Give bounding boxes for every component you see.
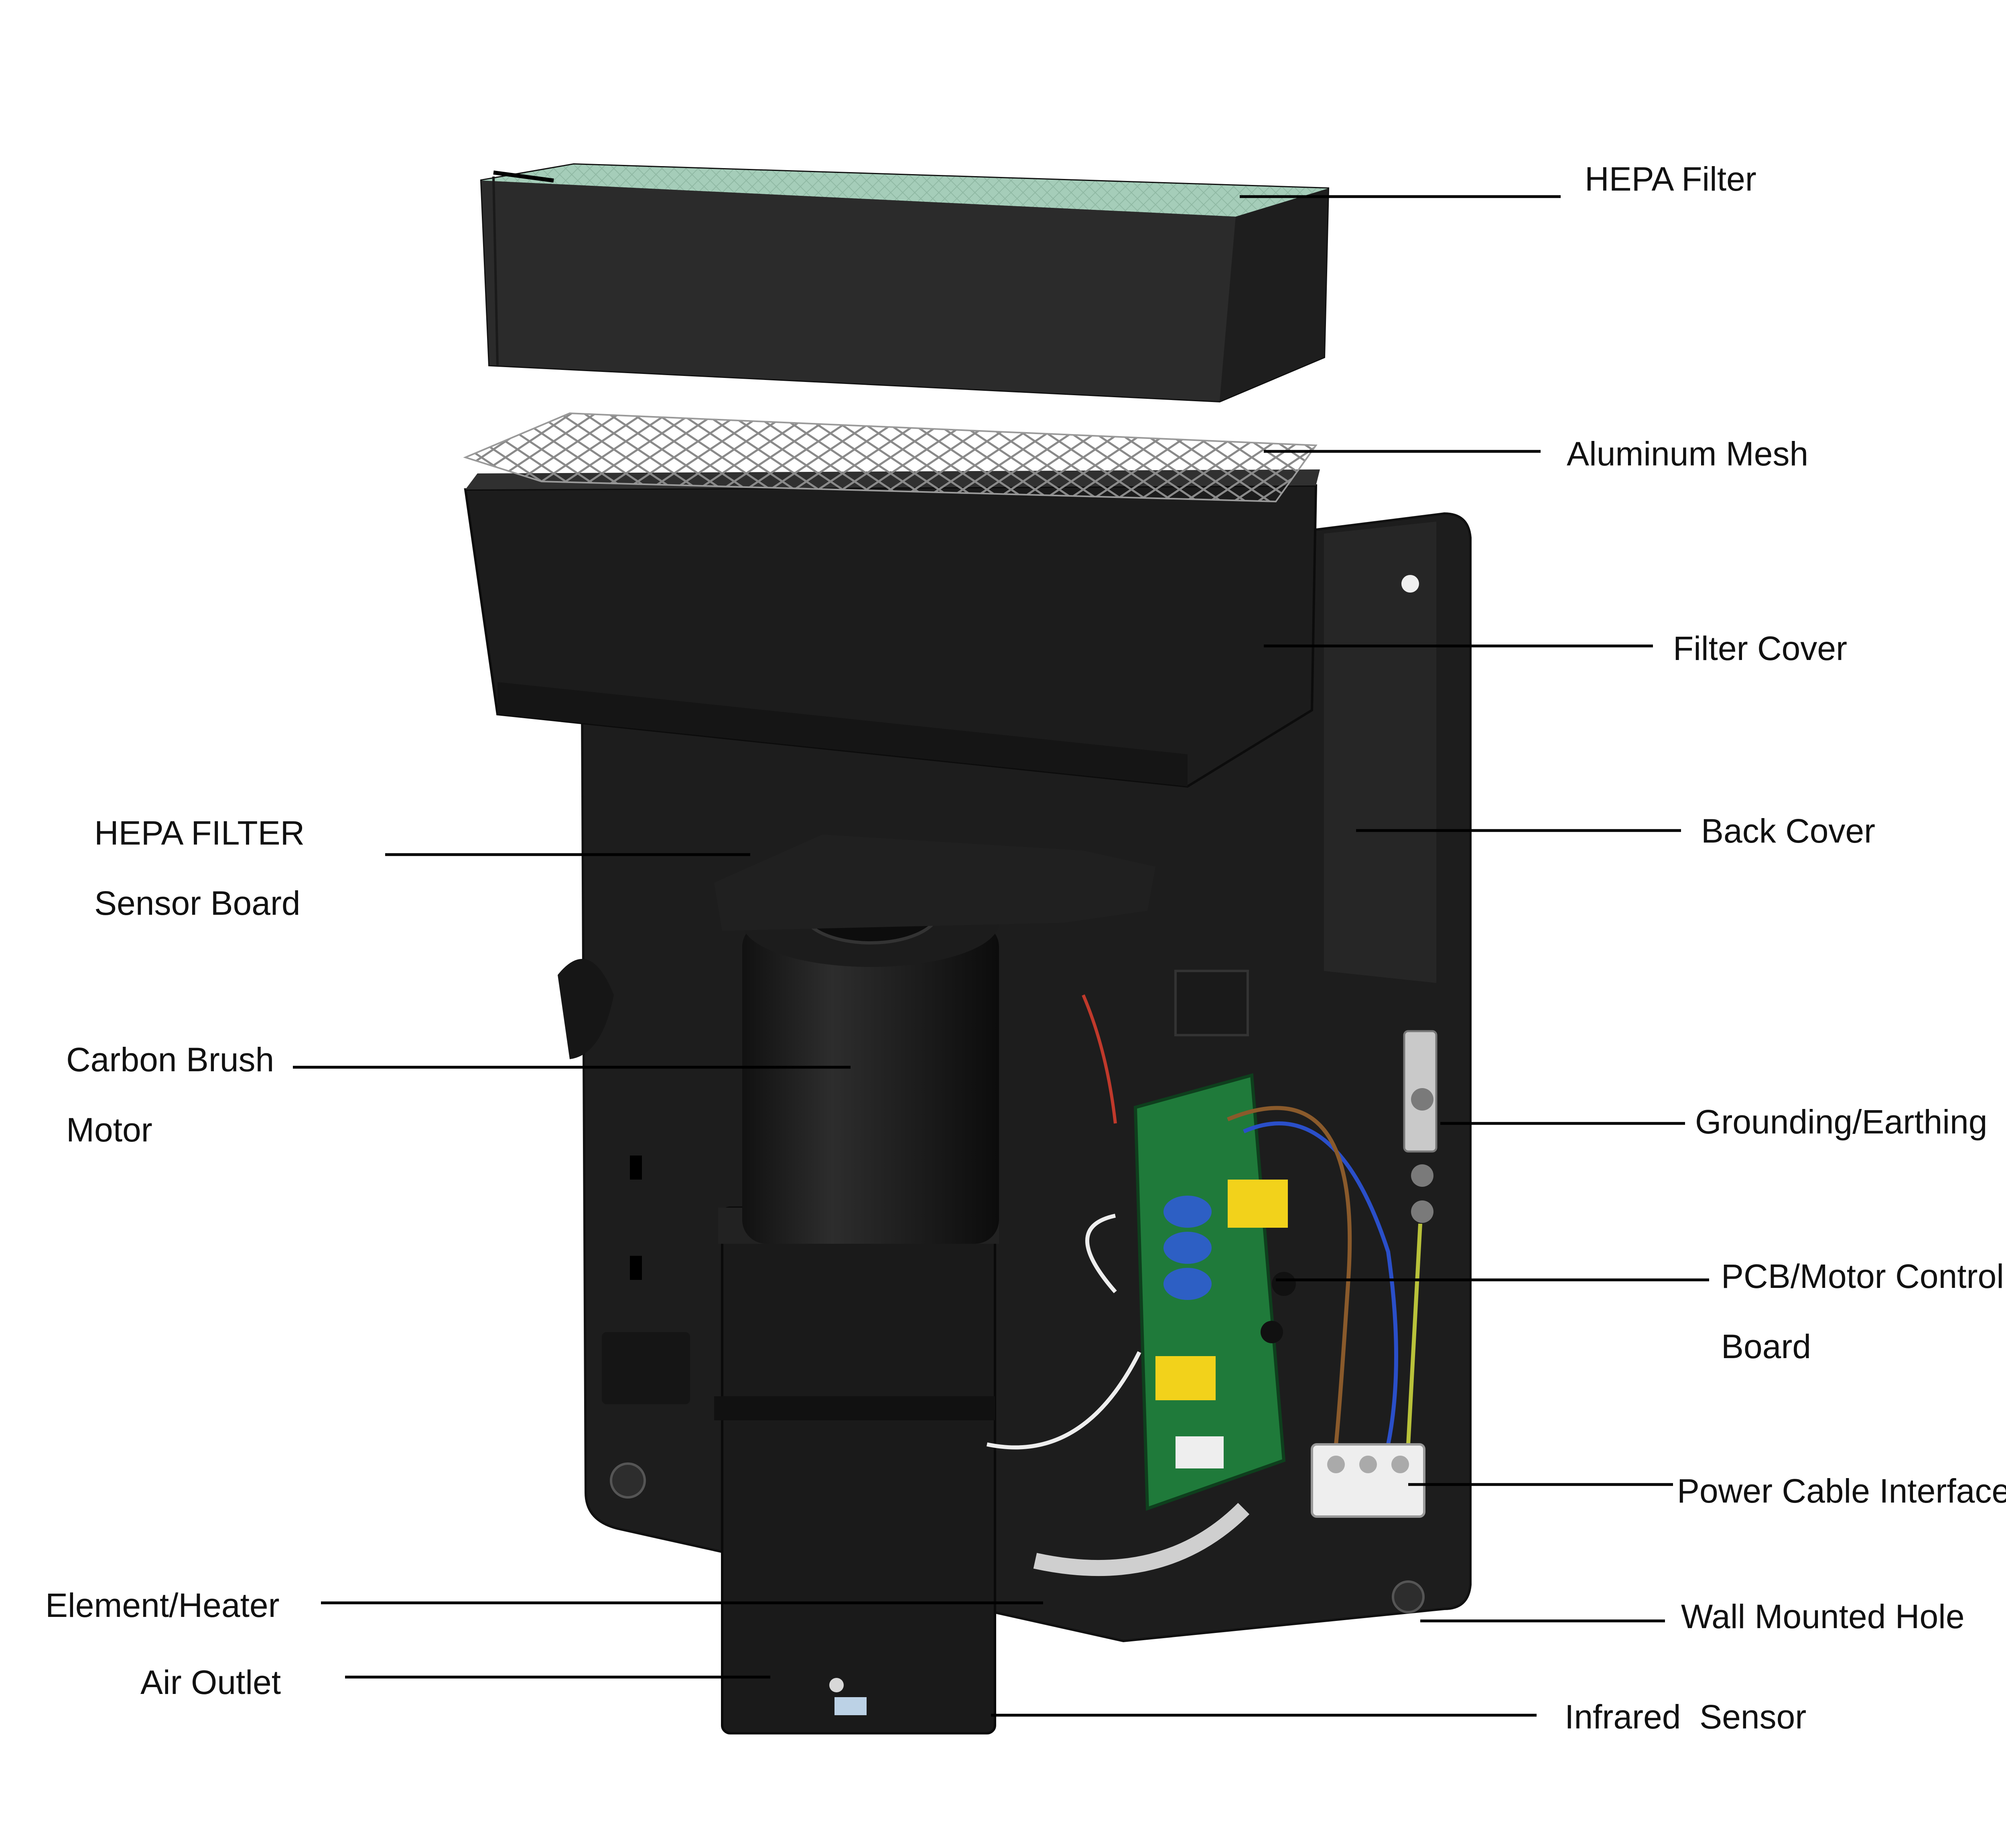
label-wall-hole: Wall Mounted Hole <box>1681 1598 1965 1635</box>
label-grounding: Grounding/Earthing <box>1695 1103 1987 1141</box>
label-hepa-filter: HEPA Filter <box>1585 160 1756 198</box>
wall-hole-bottom <box>1392 1580 1425 1613</box>
label-motor-line2: Motor <box>66 1111 152 1149</box>
leader-lines <box>293 195 1709 1717</box>
label-aluminum-mesh: Aluminum Mesh <box>1567 435 1808 473</box>
label-pcb-line2: Board <box>1721 1328 1811 1365</box>
label-hepa-sensor-line1: HEPA FILTER <box>94 814 305 852</box>
product-illustration <box>463 163 1472 1734</box>
pcb-board <box>1133 1073 1296 1511</box>
label-element-heater: Element/Heater <box>45 1586 280 1624</box>
hepa-filter <box>480 163 1330 403</box>
infrared-sensor-window <box>834 1697 867 1715</box>
label-pcb-line1: PCB/Motor Control <box>1721 1257 2004 1295</box>
label-filter-cover: Filter Cover <box>1673 630 1847 667</box>
label-hepa-sensor-line2: Sensor Board <box>94 884 300 922</box>
wall-hole-top <box>1401 575 1419 593</box>
air-duct <box>721 1206 996 1734</box>
label-infrared: Infrared Sensor <box>1565 1698 1806 1736</box>
label-back-cover: Back Cover <box>1701 812 1875 850</box>
power-terminal-block <box>1311 1443 1425 1518</box>
callout-labels: HEPA Filter Aluminum Mesh Filter Cover B… <box>45 160 2006 1736</box>
label-power-cable: Power Cable Interface <box>1677 1472 2006 1510</box>
aluminum-mesh <box>463 412 1318 503</box>
label-air-outlet: Air Outlet <box>140 1663 281 1701</box>
carbon-brush-motor <box>742 923 999 1244</box>
label-motor-line1: Carbon Brush <box>66 1041 274 1078</box>
